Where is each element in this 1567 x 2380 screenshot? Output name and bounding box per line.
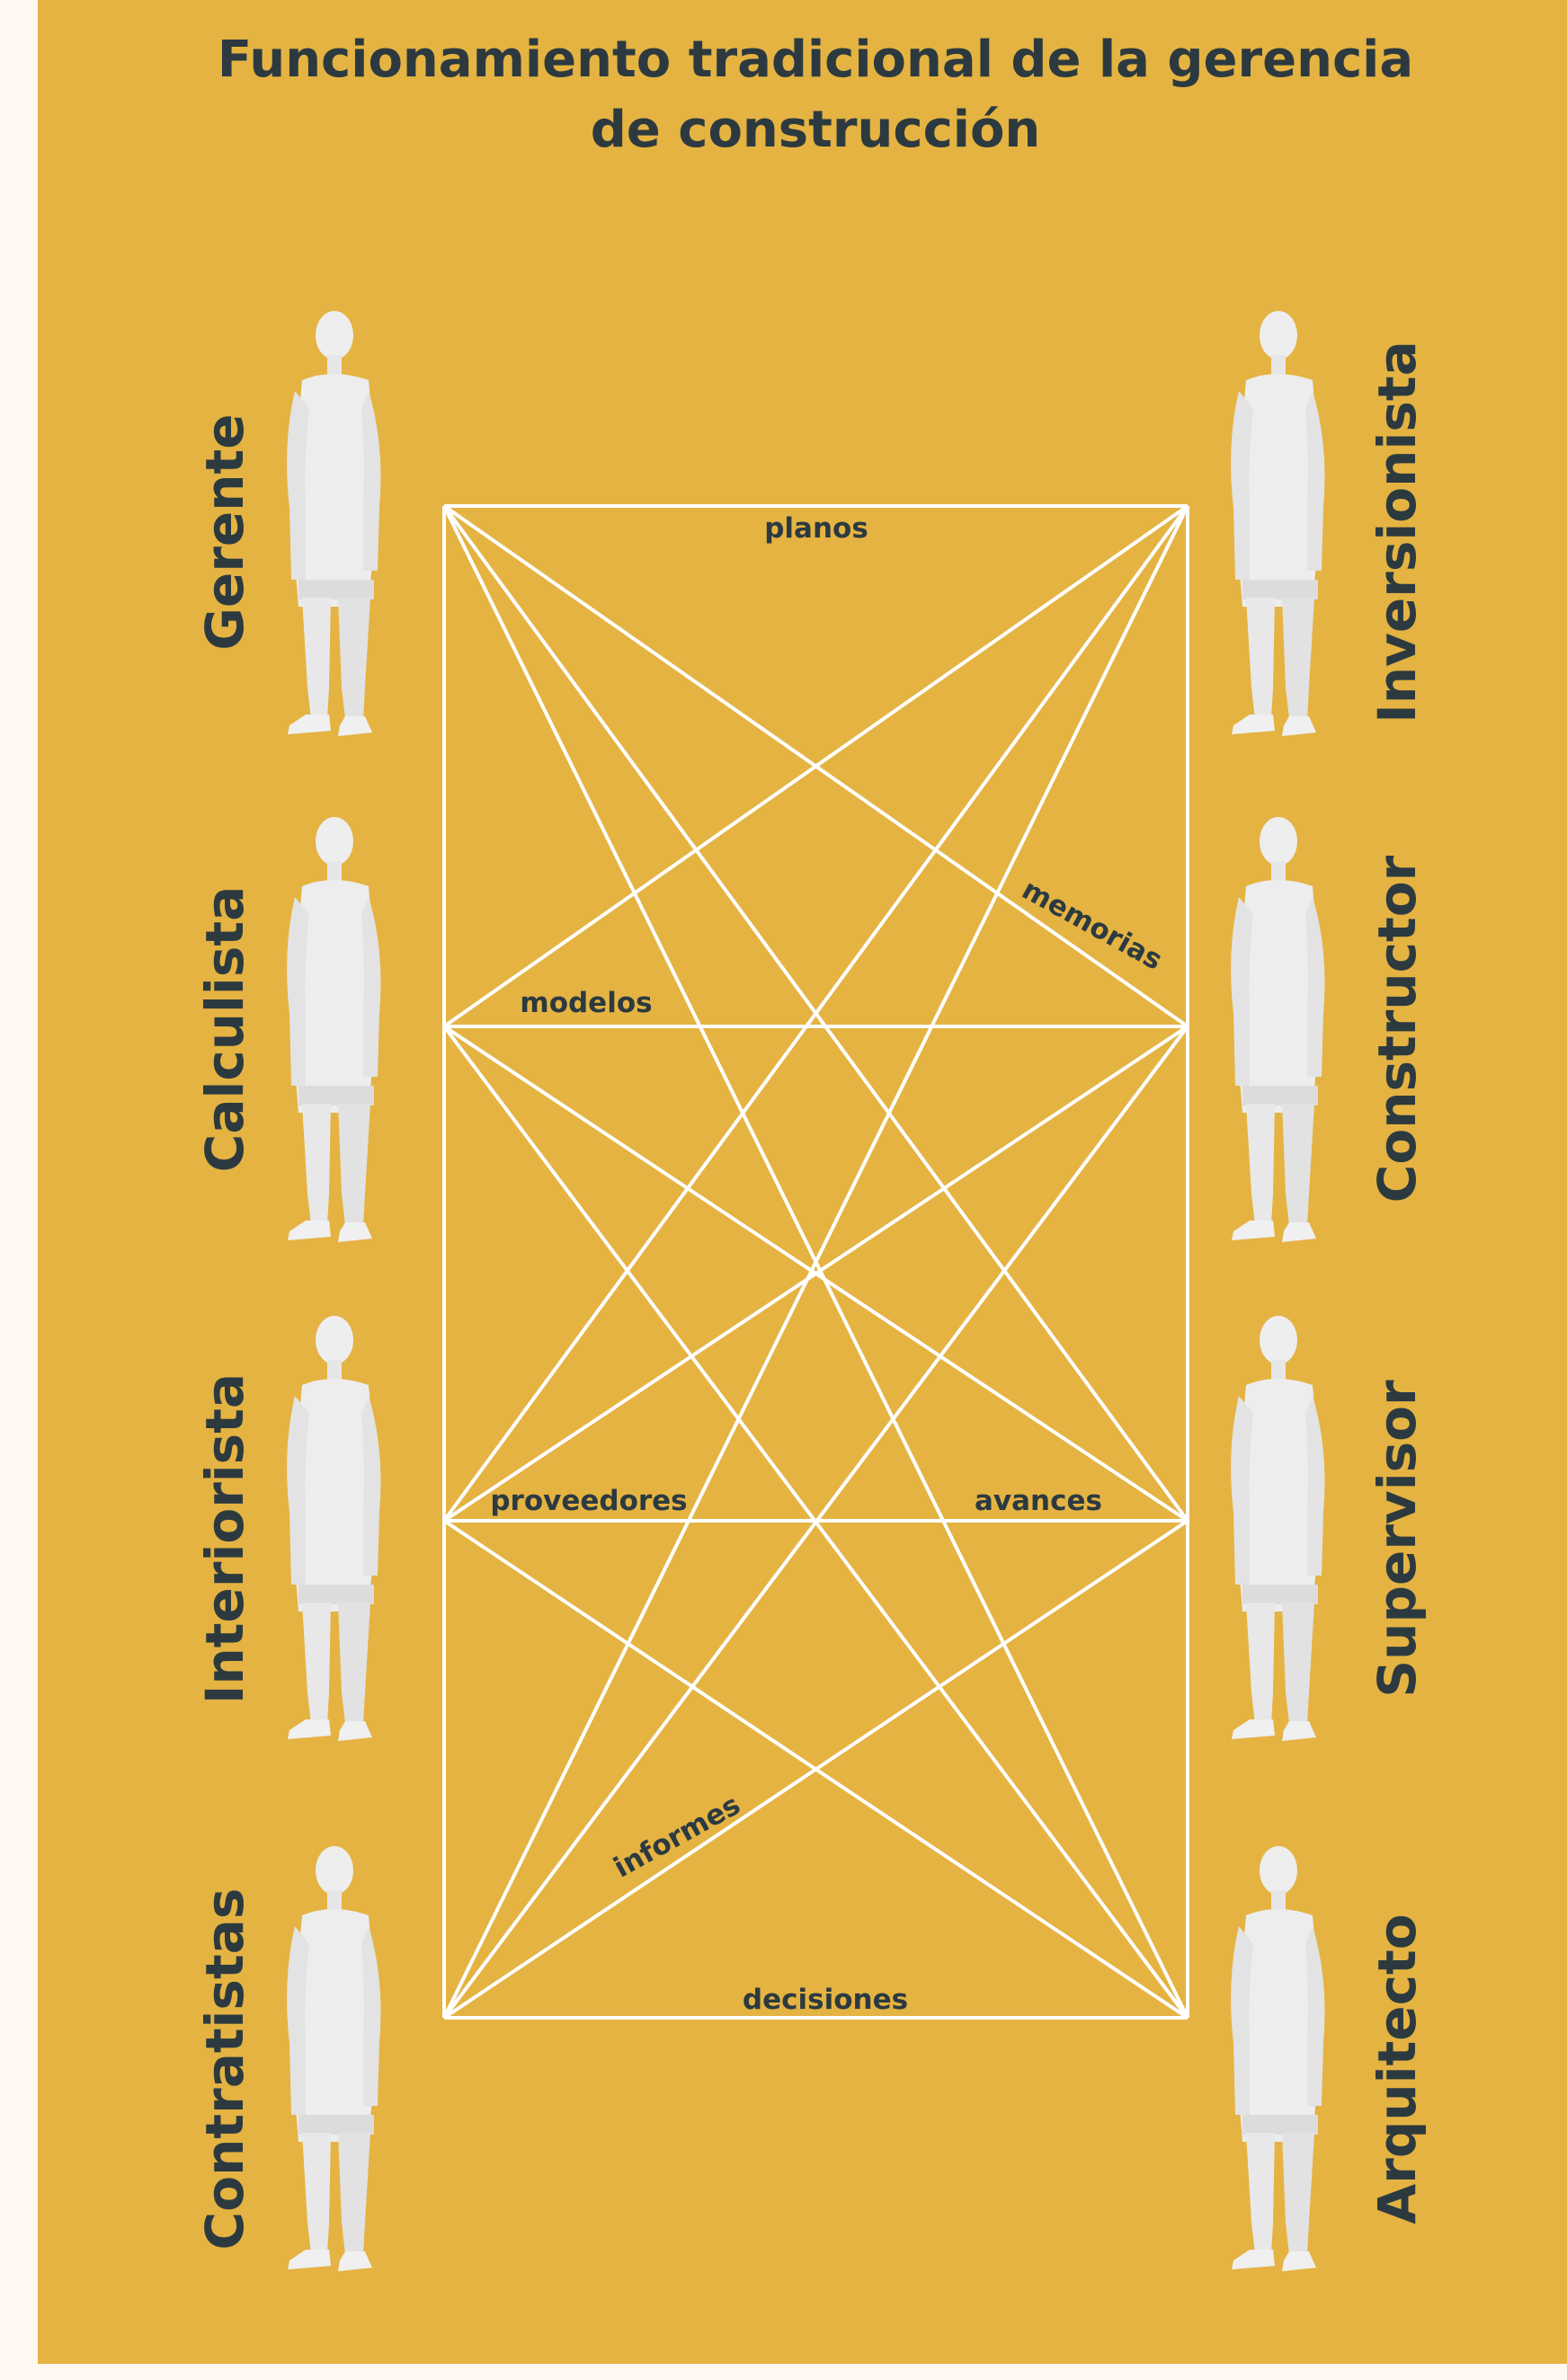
role-label-gerente: Gerente [194, 413, 255, 650]
role-label-inversionista: Inversionista [1367, 341, 1428, 723]
role-label-constructor: Constructor [1367, 855, 1428, 1203]
role-label-contratistas: Contratistas [194, 1888, 255, 2251]
role-label-interiorista: Interiorista [194, 1373, 255, 1704]
edge-label-informes: informes [609, 1789, 746, 1884]
edge-label-decisiones: decisiones [743, 1984, 908, 2016]
person-figure-interiorista [287, 1316, 380, 1741]
person-figure-constructor [1231, 817, 1324, 1242]
edge-label-avances: avances [975, 1485, 1102, 1517]
person-figure-arquitecto [1231, 1846, 1324, 2271]
edge-label-modelos: modelos [520, 987, 652, 1019]
role-label-calculista: Calculista [194, 886, 255, 1172]
role-label-arquitecto: Arquitecto [1367, 1914, 1428, 2224]
person-figure-supervisor [1231, 1316, 1324, 1741]
person-figure-calculista [287, 817, 380, 1242]
connection-lines [444, 506, 1188, 2018]
person-figure-inversionista [1231, 311, 1324, 736]
person-figure-contratistas [287, 1846, 380, 2271]
edge-label-proveedores: proveedores [490, 1485, 687, 1517]
edge-label-planos: planos [764, 512, 868, 545]
role-label-supervisor: Supervisor [1367, 1380, 1428, 1698]
person-figure-gerente [287, 311, 380, 736]
